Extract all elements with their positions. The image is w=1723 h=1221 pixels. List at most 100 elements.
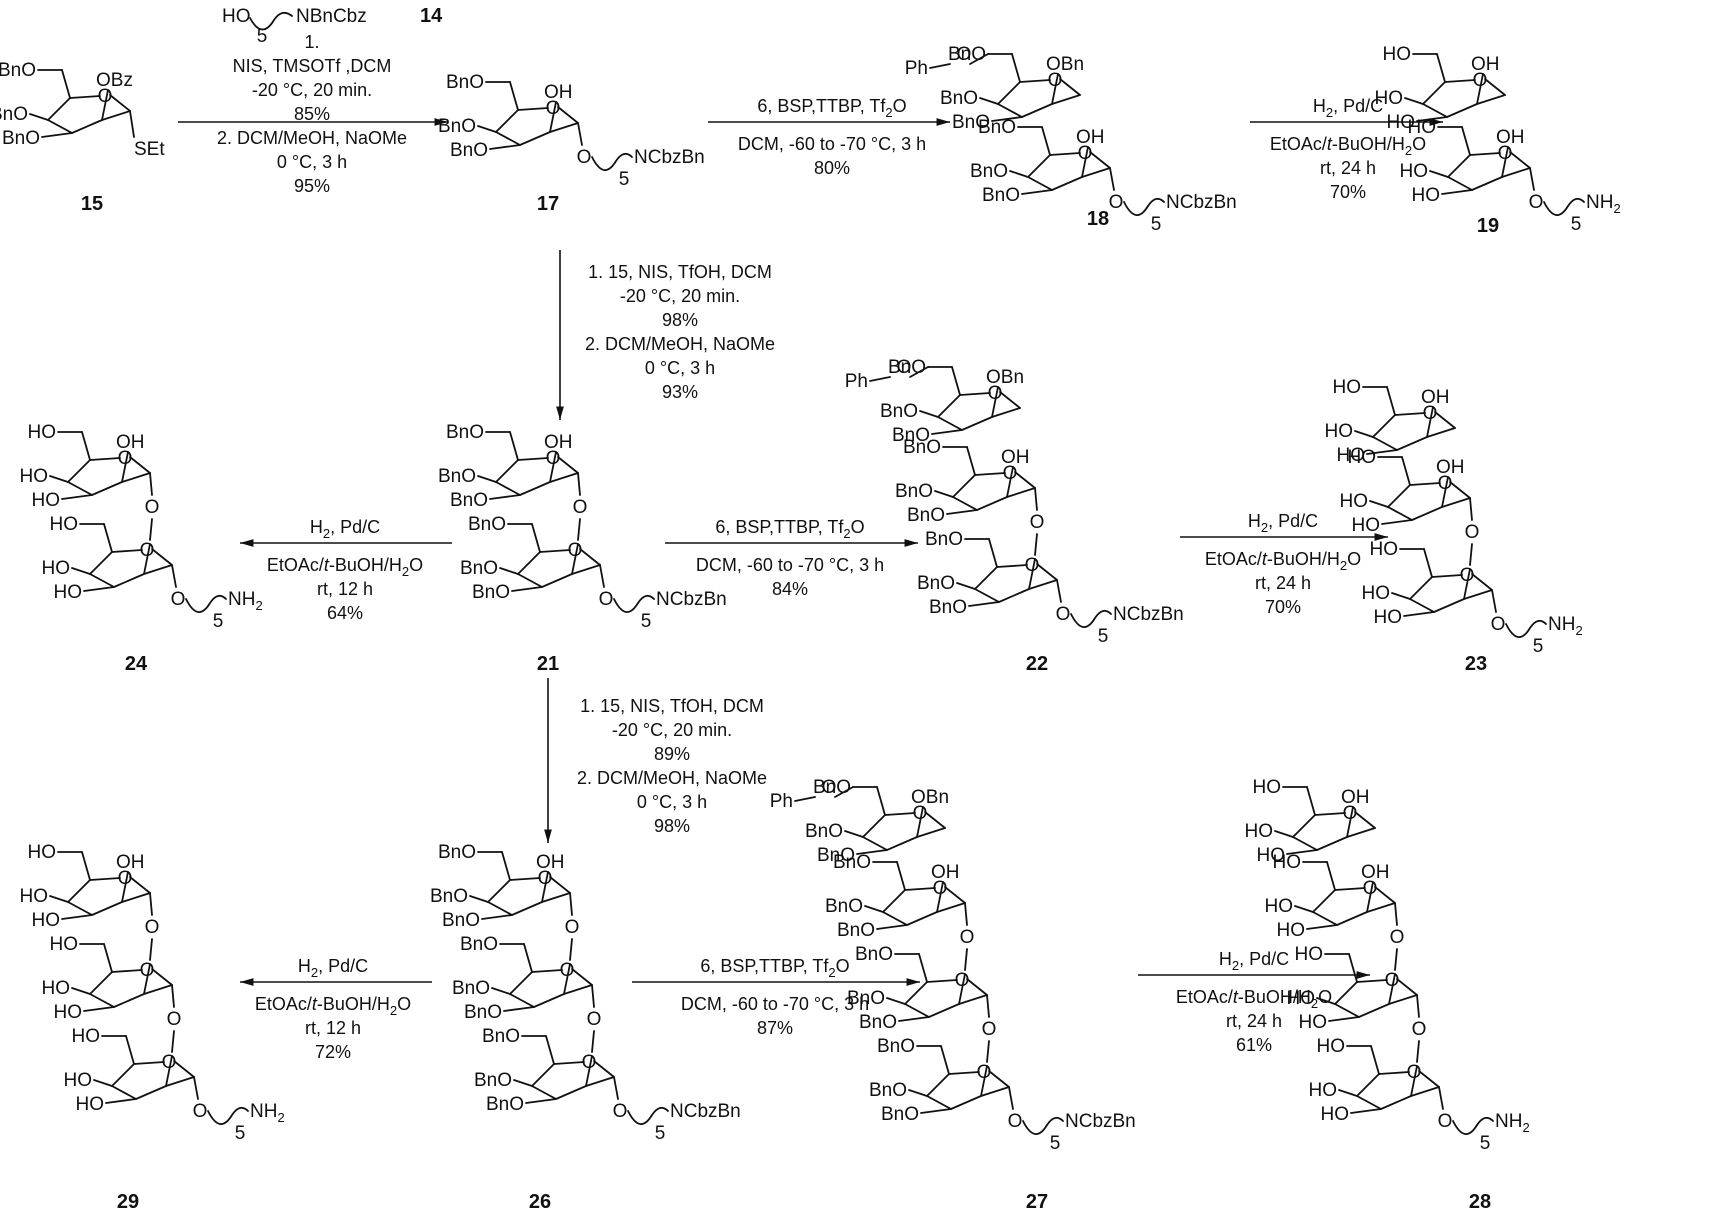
c6-substituent-label: HO: [50, 934, 79, 955]
c2-substituent-label: OH: [536, 852, 565, 873]
linker-repeat-label: 5: [655, 1123, 666, 1144]
bond: [89, 551, 113, 575]
glycosidic-bond: [1438, 1086, 1444, 1110]
bond: [948, 1071, 980, 1075]
condition-line: 98%: [662, 310, 698, 330]
bond: [1049, 152, 1081, 156]
c4-substituent-label: HO: [42, 558, 71, 579]
bond: [571, 968, 593, 986]
bond: [165, 1076, 195, 1087]
bond: [1410, 1086, 1440, 1097]
ring-oxygen-label: O: [118, 868, 133, 889]
bond: [41, 132, 73, 138]
c2-substituent-label: OH: [1341, 787, 1370, 808]
bond: [952, 474, 976, 498]
glycosidic-oxygen-label: O: [1030, 512, 1045, 533]
reagent-amine-label: NBnCbz: [296, 6, 367, 27]
conditions-21-to-22-above: 6, BSP,TTBP, Tf2O: [715, 517, 864, 541]
bond: [1386, 386, 1396, 416]
compound-label-29: 29: [117, 1191, 139, 1213]
bond: [958, 973, 966, 1005]
compound-label-23: 23: [1465, 653, 1487, 675]
structures-layer: OBnOBnOBnOOBzSEtHO5NBnCbz14OBnOBnOBnOOHO…: [0, 5, 1621, 1154]
bond: [121, 451, 129, 483]
c6-substituent-label: BnO: [855, 944, 893, 965]
c3-substituent-label: HO: [1277, 920, 1306, 941]
bond: [991, 386, 999, 418]
linker-oxygen-label: O: [1529, 192, 1544, 213]
c2-substituent-label: OH: [1076, 127, 1105, 148]
condition-line: 98%: [654, 816, 690, 836]
bond: [1306, 786, 1316, 816]
bond: [89, 457, 121, 461]
glycosidic-bond: [1109, 167, 1115, 191]
ring-oxygen-label: O: [977, 1062, 992, 1083]
glycosidic-oxygen-label: O: [145, 497, 160, 518]
bond: [1306, 924, 1338, 930]
bond: [89, 877, 121, 881]
ring-oxygen-label: O: [140, 960, 155, 981]
bond: [946, 509, 978, 515]
bond: [1009, 170, 1029, 178]
bond: [105, 1098, 137, 1104]
bond: [1476, 73, 1484, 105]
glycosidic-bond: [1416, 994, 1420, 1018]
bond: [974, 472, 1006, 476]
bond: [1388, 973, 1396, 1005]
c6-substituent-label: HO: [72, 1026, 101, 1047]
bond: [1006, 487, 1036, 498]
c2-substituent-label: OH: [1436, 457, 1465, 478]
ring-oxygen-label: O: [1498, 143, 1513, 164]
glycosidic-bond: [986, 1040, 990, 1063]
condition-line: 0 °C, 3 h: [645, 358, 715, 378]
bond: [477, 475, 497, 483]
bond: [29, 113, 49, 121]
bond: [1436, 53, 1446, 83]
conditions-21-to-24-above: H2, Pd/C: [310, 517, 380, 541]
bond: [49, 475, 69, 483]
c2-substituent-label: OH: [1421, 387, 1450, 408]
bond: [585, 1076, 615, 1087]
linker-oxygen-label: O: [171, 589, 186, 610]
glycosidic-bond: [569, 938, 573, 961]
bond: [129, 876, 151, 894]
condition-line: EtOAc/t-BuOH/H2O: [1176, 987, 1332, 1011]
compound-15-structure: OBnOBnOBnOOBzSEt: [0, 60, 165, 160]
mannoside-27: OBnOBnOBnOOHOBnOBnOBnOOOBnOBnOBnOOO5NCbz…: [825, 852, 1136, 1154]
condition-line: rt, 24 h: [1320, 158, 1376, 178]
bond: [936, 881, 944, 913]
c4-substituent-label: HO: [1287, 988, 1316, 1009]
bond: [898, 1016, 930, 1022]
linker-bond: [185, 594, 227, 613]
bond: [61, 914, 93, 920]
condition-line: 72%: [315, 1042, 351, 1062]
glycosidic-bond: [193, 1076, 199, 1100]
c4-substituent-label: BnO: [0, 104, 28, 125]
bond: [896, 861, 906, 891]
glycosidic-bond: [577, 472, 581, 496]
bond: [549, 101, 557, 133]
ring-front-bond: [1334, 1003, 1390, 1018]
bond: [571, 543, 579, 575]
c6-substituent-label: HO: [28, 842, 57, 863]
glycosidic-bond: [1394, 902, 1398, 926]
compound-label-26: 26: [529, 1191, 551, 1213]
linker-repeat-label: 5: [1050, 1133, 1061, 1154]
c4-substituent-label: BnO: [880, 401, 918, 422]
c3-substituent-label: BnO: [450, 140, 488, 161]
bond: [834, 786, 854, 798]
bond: [1476, 94, 1506, 105]
condition-line: 93%: [662, 382, 698, 402]
bond: [1011, 53, 1021, 83]
bond: [1294, 905, 1314, 913]
ring-oxygen-label: O: [538, 868, 553, 889]
